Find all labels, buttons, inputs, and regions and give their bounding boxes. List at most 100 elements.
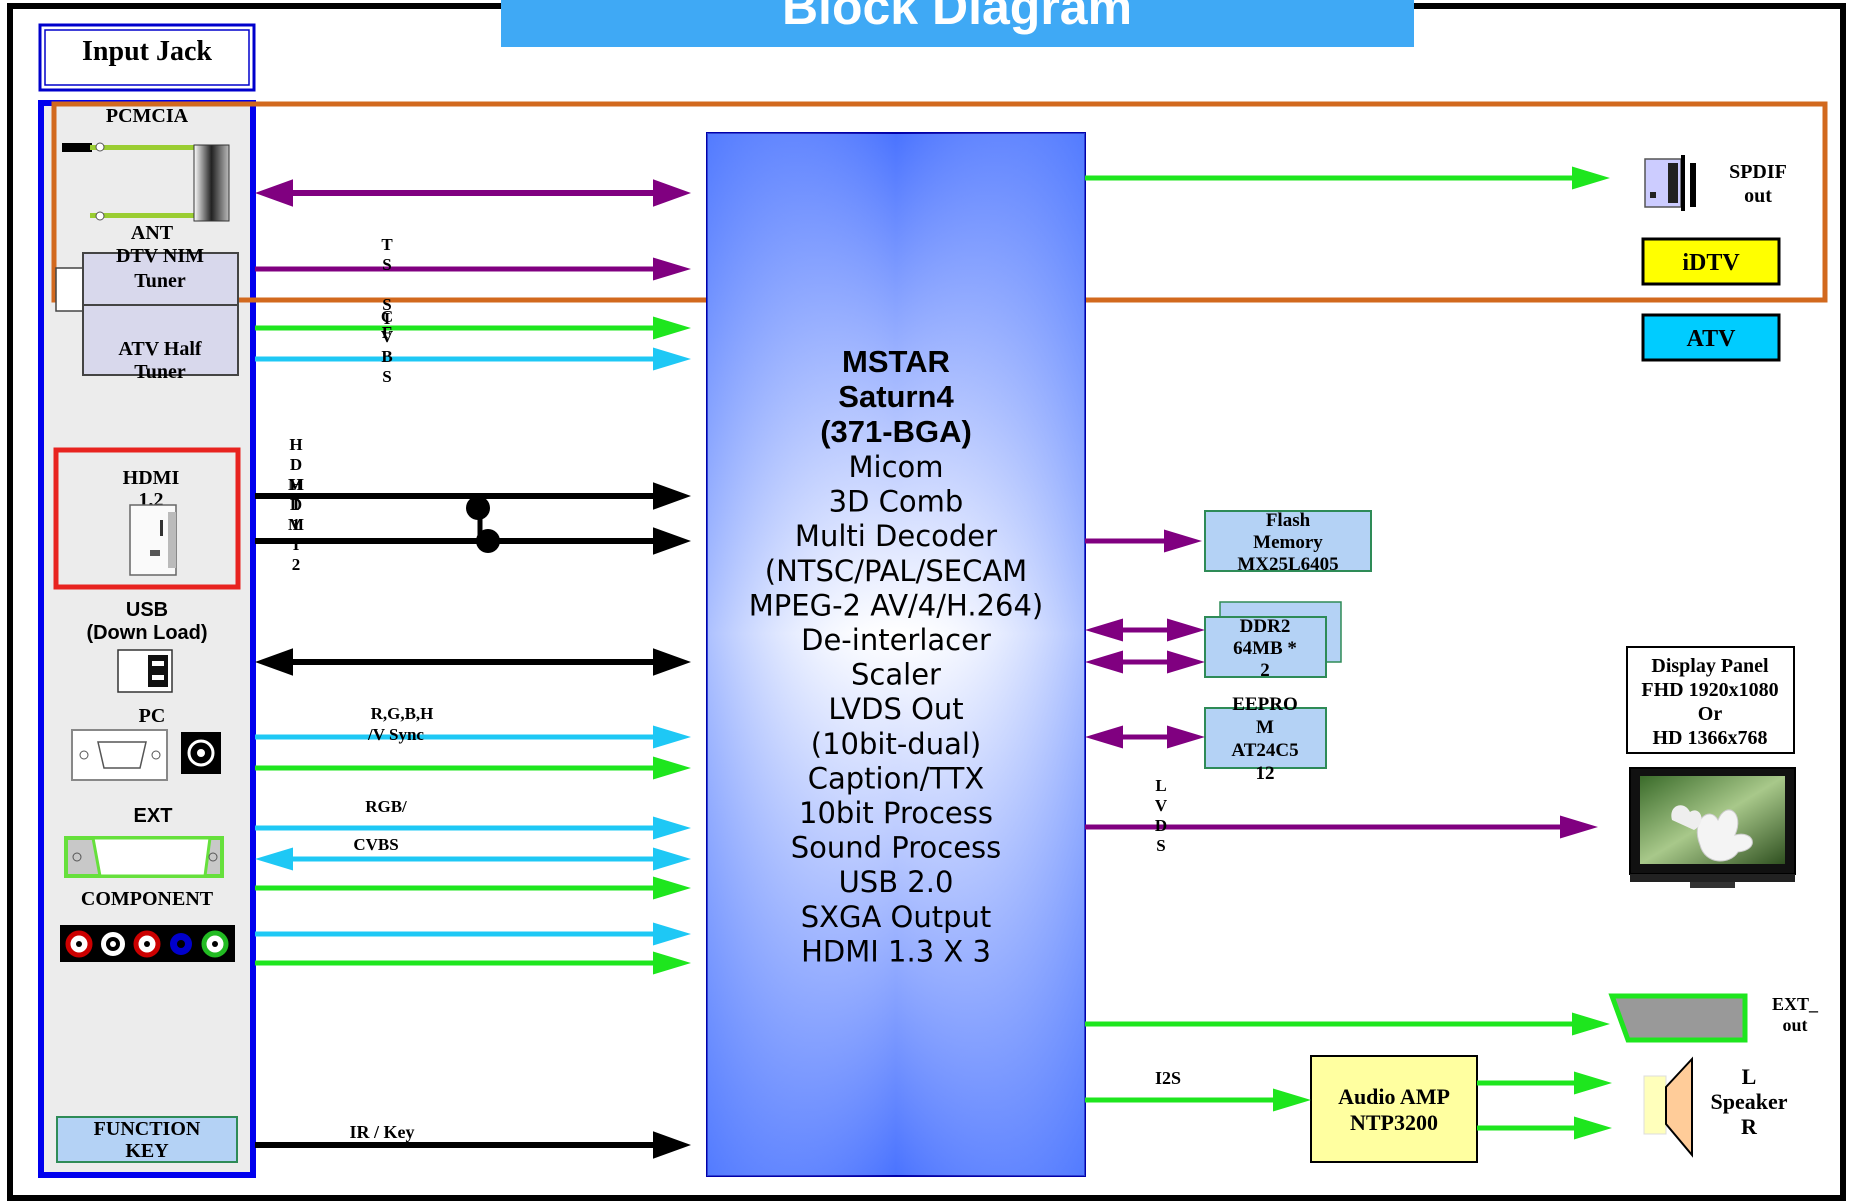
hdmi1-label: D (290, 455, 302, 474)
idtv-label: iDTV (1682, 250, 1740, 276)
eeprom-box (1204, 707, 1327, 769)
arrow-head (653, 347, 691, 371)
flash-label-3: MX25L6405 (1237, 554, 1338, 575)
cvbs-label: CVBS (353, 835, 398, 854)
display-panel-label-2: FHD 1920x1080 (1641, 679, 1778, 701)
arrow-head (653, 257, 691, 281)
usb-label: USB (126, 599, 168, 621)
audio-amp-box (1310, 1055, 1478, 1163)
arrow-head (653, 179, 691, 207)
cvbs-vertical-label: C (381, 307, 393, 326)
ext-out-connector-icon (1608, 993, 1748, 1043)
chip-feature-line: 10bit Process (799, 796, 993, 830)
ir-key-label: IR / Key (350, 1122, 415, 1142)
ext-label: EXT (134, 805, 173, 827)
function-key-label-2: KEY (125, 1140, 169, 1162)
atv-box (1641, 313, 1781, 362)
audio-amp-label-1: Audio AMP (1338, 1084, 1450, 1109)
chip-title-line: MSTAR (842, 344, 950, 379)
eeprom-label-4: 12 (1256, 763, 1275, 784)
arrow-head (1164, 529, 1202, 553)
arrow-head (653, 847, 691, 871)
hdmi-label: HDMI (123, 467, 180, 489)
chip-feature-line: USB 2.0 (839, 865, 954, 899)
tv-display-icon (1629, 767, 1796, 888)
ddr2-box (1204, 616, 1327, 678)
speaker-label: Speaker (1711, 1089, 1788, 1114)
flash-label-2: Memory (1253, 532, 1323, 553)
hdmi2-label: I (293, 535, 300, 554)
audio-jack-icon (181, 732, 221, 774)
display-panel-label-4: HD 1366x768 (1653, 727, 1768, 749)
chip-feature-line: (NTSC/PAL/SECAM (765, 554, 1027, 588)
ext-out-label-2: out (1782, 1015, 1807, 1035)
arrow-head (1167, 618, 1205, 642)
vsync-label: /V Sync (367, 725, 424, 744)
atv-label: ATV (1687, 326, 1737, 352)
arrow-head (1085, 650, 1123, 674)
usb-port-icon (117, 649, 173, 693)
dtv-nim-tuner (82, 252, 239, 306)
hdmi-junction-dot (466, 496, 490, 520)
ts-label: T (381, 235, 393, 254)
hdmi-junction-dot (476, 529, 500, 553)
hdmi-connector-icon (129, 504, 177, 576)
chip-feature-line: (10bit-dual) (811, 727, 981, 761)
ddr-label-2: 64MB * (1233, 638, 1297, 659)
dtv-tuner-label: Tuner (134, 270, 186, 292)
arrow-head (1085, 618, 1123, 642)
scart-connector-icon (64, 836, 224, 878)
arrow-head (1572, 1012, 1610, 1036)
atv-tuner-label: Tuner (134, 361, 186, 383)
cvbs-vertical-label: B (381, 347, 392, 366)
arrow-head (1085, 725, 1123, 749)
speaker-l-label: L (1742, 1064, 1757, 1089)
arrow-head (255, 648, 293, 676)
chip-feature-line: Micom (848, 450, 943, 484)
function-key-label: FUNCTION (94, 1118, 201, 1140)
arrow-head (653, 876, 691, 900)
arrow-head (255, 179, 293, 207)
vga-port-icon (71, 729, 168, 781)
pcmcia-card-icon (62, 142, 230, 222)
input-jack-box (38, 23, 256, 92)
rgbhv-label: R,G,B,H (371, 704, 434, 723)
lvds-label: V (1155, 796, 1168, 815)
arrow-head (1560, 815, 1598, 839)
chip-feature-line: 3D Comb (829, 485, 964, 519)
sif-label: F (382, 323, 392, 342)
hdmi2-label: 2 (292, 555, 301, 574)
eeprom-label-2: M (1256, 717, 1274, 738)
spdif-connector-icon (1644, 155, 1696, 211)
arrow-head (1572, 166, 1610, 190)
idtv-box (1641, 237, 1781, 286)
speaker-icon (1643, 1056, 1693, 1158)
eeprom-label-3: AT24C5 (1231, 740, 1298, 761)
arrow-head (653, 527, 691, 555)
arrow-head (1167, 650, 1205, 674)
chip-feature-line: MPEG-2 AV/4/H.264) (749, 588, 1043, 622)
dtv-nim-label: DTV NIM (116, 245, 204, 267)
arrow-head (653, 648, 691, 676)
chip-title-line: Saturn4 (838, 379, 954, 414)
component-label: COMPONENT (81, 888, 214, 910)
ddr-label-3: 2 (1260, 660, 1270, 681)
audio-amp-label-2: NTP3200 (1350, 1110, 1438, 1135)
hdmi1-label: M (288, 475, 304, 494)
title-banner (501, 0, 1414, 47)
ext-out-label-1: EXT_ (1772, 994, 1819, 1014)
rgb-fb-label: RGB/ (365, 797, 407, 816)
arrow-head (255, 847, 293, 871)
flash-memory-box (1204, 510, 1372, 572)
cvbs-vertical-label: V (381, 327, 394, 346)
chip-title-line: (371-BGA) (820, 414, 972, 449)
spdif-label-2: out (1744, 185, 1772, 207)
lvds-label: L (1155, 776, 1166, 795)
chip-feature-line: De-interlacer (801, 623, 991, 657)
display-panel-label-3: Or (1698, 703, 1723, 725)
arrow-head (1574, 1071, 1612, 1095)
arrow-head (653, 816, 691, 840)
chip-feature-line: Multi Decoder (795, 519, 997, 553)
